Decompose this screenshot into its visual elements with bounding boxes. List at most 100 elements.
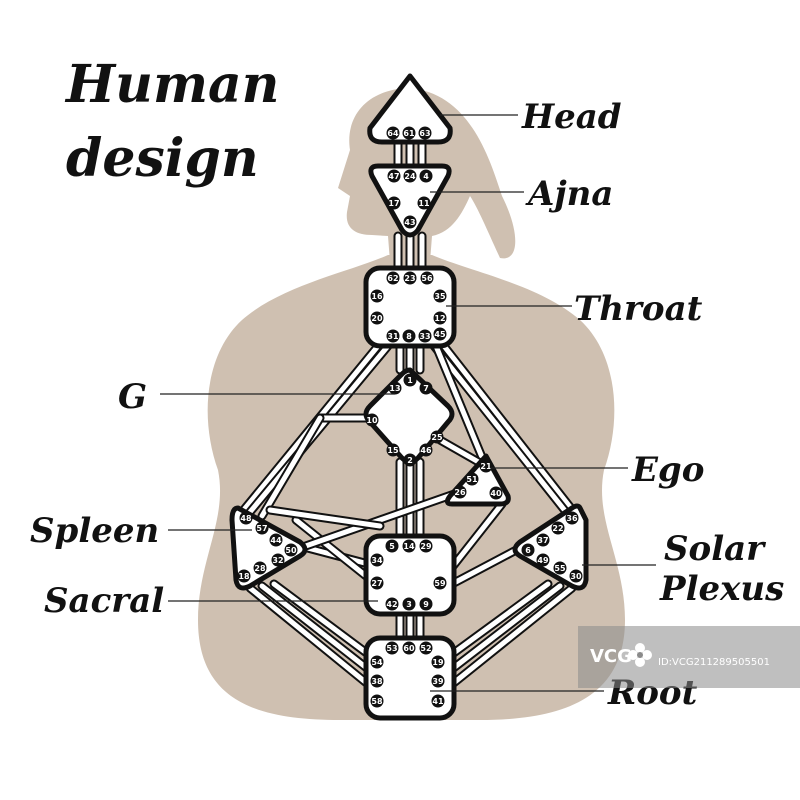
head-center <box>367 73 453 145</box>
gate-number: 24 <box>404 172 416 181</box>
gate-dot <box>370 311 384 325</box>
gate-number: 40 <box>490 489 502 498</box>
gate-number: 50 <box>285 546 297 555</box>
g-gate-10: 10 <box>365 413 379 427</box>
gate-dot <box>430 430 444 444</box>
gate-dot <box>433 327 447 341</box>
ajna-gate-17: 17 <box>387 196 401 210</box>
gate-number: 1 <box>407 376 413 385</box>
throat-gate-16: 16 <box>370 289 384 303</box>
gate-number: 4 <box>423 172 429 181</box>
channel-19-inner <box>259 415 323 519</box>
gate-number: 47 <box>388 172 399 181</box>
gate-number: 11 <box>418 199 430 208</box>
sacral-gate-42: 42 <box>385 597 399 611</box>
channel-9-inner <box>431 343 569 515</box>
watermark-id: ID:VCG211289505501 <box>658 657 770 668</box>
ajna-gate-24: 24 <box>403 169 417 183</box>
gate-dot <box>388 381 402 395</box>
solar-gate-55: 55 <box>553 561 567 575</box>
gate-dot <box>403 453 417 467</box>
solar-gate-22: 22 <box>551 521 565 535</box>
gate-dot <box>402 126 416 140</box>
spleen-gate-28: 28 <box>253 561 267 575</box>
solar-gate-30: 30 <box>569 569 583 583</box>
gate-number: 27 <box>371 579 382 588</box>
gate-number: 60 <box>403 644 415 653</box>
channel-17-inner <box>437 437 485 467</box>
gate-dot <box>370 694 384 708</box>
gate-number: 34 <box>371 556 383 565</box>
gate-dot <box>403 169 417 183</box>
gate-dot <box>386 126 400 140</box>
gate-dot <box>417 196 431 210</box>
gate-number: 29 <box>420 542 432 551</box>
sacral-gate-27: 27 <box>370 576 384 590</box>
gate-number: 37 <box>537 536 548 545</box>
ajna-gate-47: 47 <box>387 169 401 183</box>
gate-dot <box>536 553 550 567</box>
root-gate-52: 52 <box>419 641 433 655</box>
gate-number: 28 <box>254 564 266 573</box>
gate-dot <box>402 597 416 611</box>
head-gate-64: 64 <box>386 126 400 140</box>
g-gate-2: 2 <box>403 453 417 467</box>
gate-number: 43 <box>404 218 415 227</box>
watermark-flower-icon <box>628 643 652 667</box>
gate-number: 33 <box>419 332 430 341</box>
g-center <box>363 367 455 465</box>
gate-dot <box>402 641 416 655</box>
channel-22-inner <box>297 489 463 551</box>
gate-number: 12 <box>434 314 445 323</box>
ego-label: Ego <box>631 450 704 490</box>
gate-number: 38 <box>371 677 383 686</box>
gate-number: 55 <box>554 564 566 573</box>
ego-gate-21: 21 <box>479 459 493 473</box>
sacral-gate-14: 14 <box>402 539 416 553</box>
channel-8-inner <box>441 343 577 515</box>
gate-number: 36 <box>566 514 578 523</box>
sacral-label: Sacral <box>44 581 164 621</box>
gate-number: 64 <box>387 129 399 138</box>
gate-number: 14 <box>403 542 415 551</box>
ajna-gate-4: 4 <box>419 169 433 183</box>
spleen-label: Spleen <box>30 511 159 551</box>
throat-gate-45: 45 <box>433 327 447 341</box>
gate-dot <box>553 561 567 575</box>
head-gate-61: 61 <box>402 126 416 140</box>
spleen-gate-57: 57 <box>255 521 269 535</box>
g-gate-15: 15 <box>386 443 400 457</box>
solar-gate-37: 37 <box>536 533 550 547</box>
gate-number: 17 <box>388 199 399 208</box>
gate-number: 61 <box>403 129 415 138</box>
gate-number: 58 <box>371 697 383 706</box>
ajna-label: Ajna <box>525 174 613 214</box>
gate-number: 13 <box>389 384 400 393</box>
gate-dot <box>419 597 433 611</box>
gate-dot <box>403 215 417 229</box>
gate-dot <box>419 169 433 183</box>
gate-number: 5 <box>389 542 395 551</box>
throat-gate-35: 35 <box>433 289 447 303</box>
channel-33-inner <box>435 583 563 683</box>
gate-number: 54 <box>371 658 383 667</box>
g-label: G <box>118 377 147 417</box>
channel-23-inner <box>267 507 383 529</box>
watermark-box <box>578 626 800 688</box>
gate-number: 10 <box>366 416 378 425</box>
gate-dot <box>370 576 384 590</box>
gate-dot <box>387 196 401 210</box>
sacral-gate-34: 34 <box>370 553 384 567</box>
gate-number: 35 <box>434 292 446 301</box>
ajna-gate-11: 11 <box>417 196 431 210</box>
gate-number: 45 <box>434 330 446 339</box>
ego-gate-40: 40 <box>489 486 503 500</box>
gate-dot <box>271 553 285 567</box>
gate-number: 20 <box>371 314 383 323</box>
gate-number: 2 <box>407 456 413 465</box>
channel-7-inner <box>247 343 391 515</box>
gate-dot <box>433 311 447 325</box>
gate-dot <box>479 459 493 473</box>
sacral-gate-5: 5 <box>385 539 399 553</box>
sacral-center <box>363 533 457 617</box>
